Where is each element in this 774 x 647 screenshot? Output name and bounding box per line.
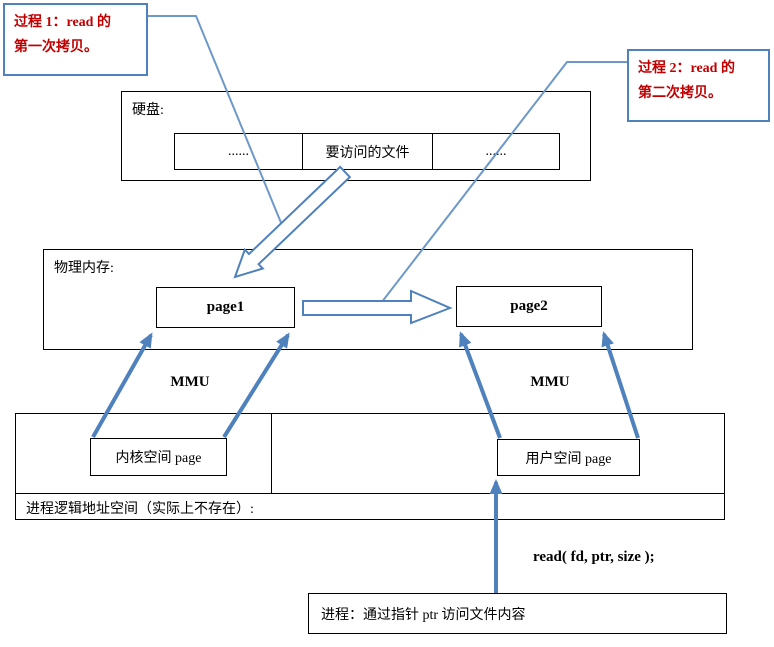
logical-address-space-label: 进程逻辑地址空间（实际上不存在）: <box>26 502 254 517</box>
process-box: 进程：通过指针 ptr 访问文件内容 <box>308 593 727 634</box>
disk-cell-target-file: 要访问的文件 <box>303 134 433 169</box>
hard-disk-strip: ...... 要访问的文件 ...... <box>174 133 560 170</box>
logical-address-space-box: 进程逻辑地址空间（实际上不存在）: <box>15 413 725 520</box>
callout-process1-line2: 第一次拷贝。 <box>14 39 98 55</box>
callout-process1-line1: 过程 1：read 的 <box>14 15 111 30</box>
callout-process2: 过程 2：read 的 第二次拷贝。 <box>627 49 770 122</box>
mmu-label-left: MMU <box>170 374 210 390</box>
mmu-label-right: MMU <box>530 374 570 390</box>
user-space-page-box: 用户空间 page <box>497 439 640 476</box>
hard-disk-label: 硬盘: <box>132 103 164 118</box>
kernel-user-divider <box>271 414 272 493</box>
callout-process1: 过程 1：read 的 第一次拷贝。 <box>3 3 148 76</box>
physical-memory-box: 物理内存: <box>43 249 693 350</box>
kernel-space-page-box: 内核空间 page <box>90 438 227 476</box>
callout-process2-line1: 过程 2：read 的 <box>638 61 735 76</box>
disk-cell-right: ...... <box>485 143 507 159</box>
disk-cell-left: ...... <box>175 134 303 169</box>
physical-memory-label: 物理内存: <box>54 261 114 276</box>
label-row-divider <box>16 493 724 494</box>
page1-box: page1 <box>156 287 295 328</box>
callout-process2-line2: 第二次拷贝。 <box>638 85 722 101</box>
page2-box: page2 <box>456 286 602 327</box>
read-call-text: read( fd, ptr, size ); <box>533 549 655 565</box>
